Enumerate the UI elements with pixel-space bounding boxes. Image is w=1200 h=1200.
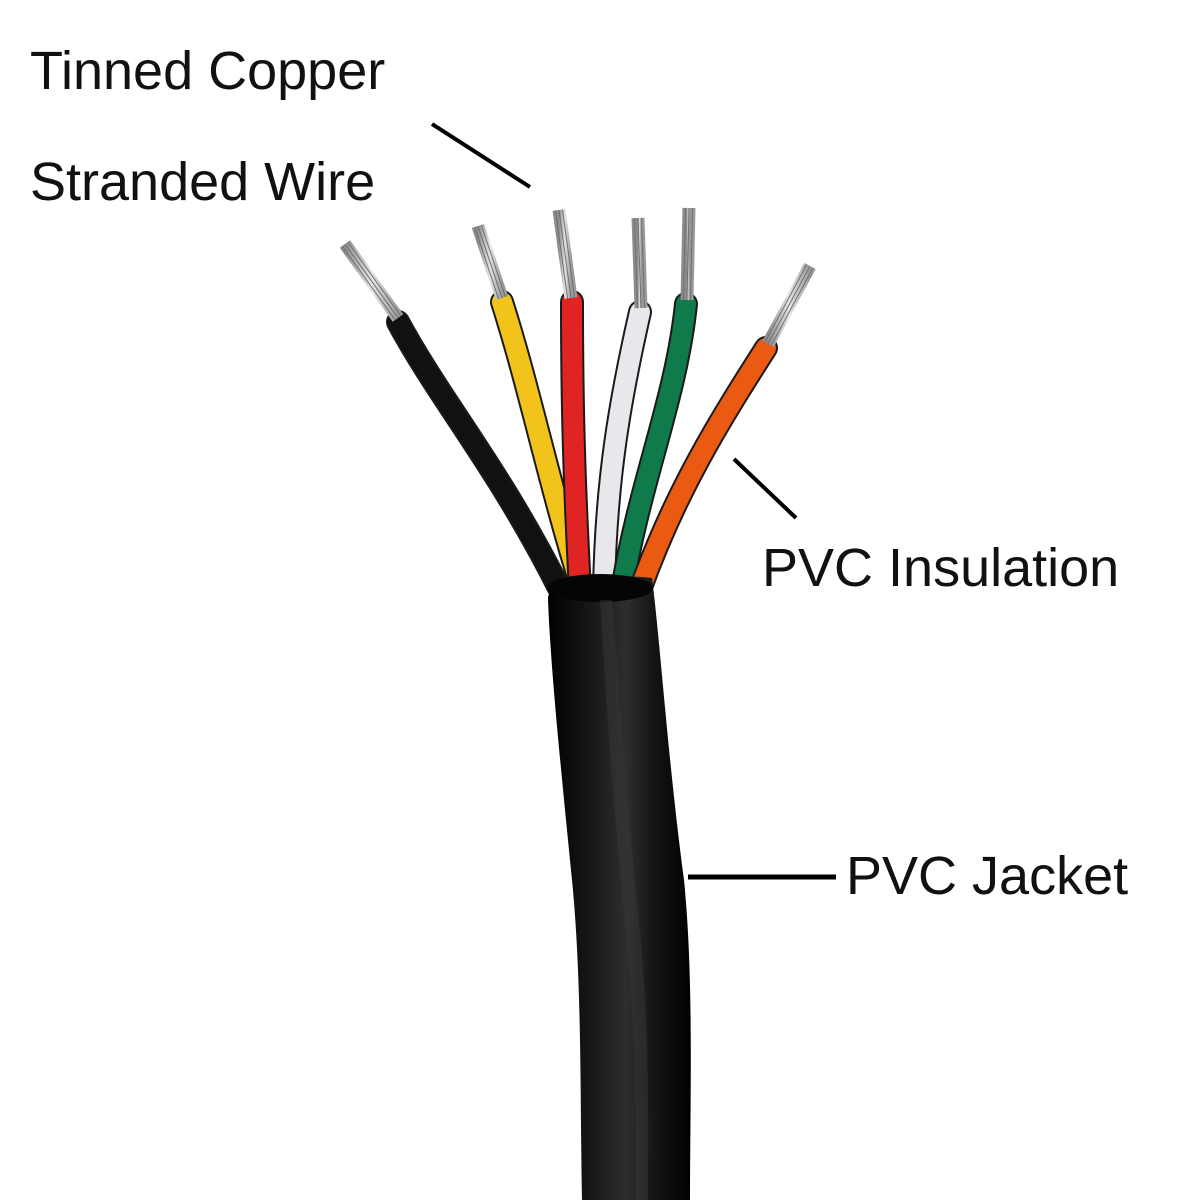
strand-line-green bbox=[689, 208, 693, 301]
wire-green bbox=[612, 294, 696, 600]
label-pvc-jacket: PVC Jacket bbox=[846, 846, 1129, 906]
strand-line-black bbox=[347, 241, 402, 317]
strand-line-white bbox=[637, 217, 642, 309]
pvc-jacket bbox=[548, 576, 691, 1200]
strand-line-red bbox=[555, 210, 569, 299]
wire-orange bbox=[630, 338, 776, 600]
strand-line-yellow bbox=[474, 226, 500, 300]
wire-black bbox=[388, 312, 570, 600]
strand-line-yellow bbox=[477, 225, 503, 299]
jacket-highlight bbox=[600, 600, 649, 1200]
strand-line-green bbox=[686, 207, 690, 301]
strand-line-black bbox=[344, 243, 399, 319]
strand-line-green bbox=[683, 207, 687, 300]
wire-layer bbox=[386, 290, 778, 602]
wire-white bbox=[594, 302, 650, 600]
strand-line-orange bbox=[764, 264, 808, 343]
strand-line-black bbox=[341, 245, 396, 321]
strand-line-red bbox=[558, 209, 572, 299]
strand-line-orange bbox=[767, 265, 811, 345]
wire-red bbox=[562, 292, 590, 600]
strand-line-orange bbox=[770, 267, 814, 346]
label-stranded-wire: Stranded Wire bbox=[30, 152, 376, 212]
label-pvc-insulation: PVC Insulation bbox=[762, 538, 1120, 598]
strand-line-white bbox=[634, 218, 639, 309]
label-tinned-copper: Tinned Copper bbox=[30, 41, 386, 101]
strand-line-yellow bbox=[480, 224, 506, 298]
leader-line-insulation bbox=[732, 457, 798, 520]
strand-tip-layer bbox=[339, 207, 816, 348]
strand-line-red bbox=[561, 209, 575, 298]
strand-line-white bbox=[640, 217, 645, 308]
jacket-opening bbox=[547, 574, 653, 602]
leader-line-conductor bbox=[430, 122, 532, 189]
